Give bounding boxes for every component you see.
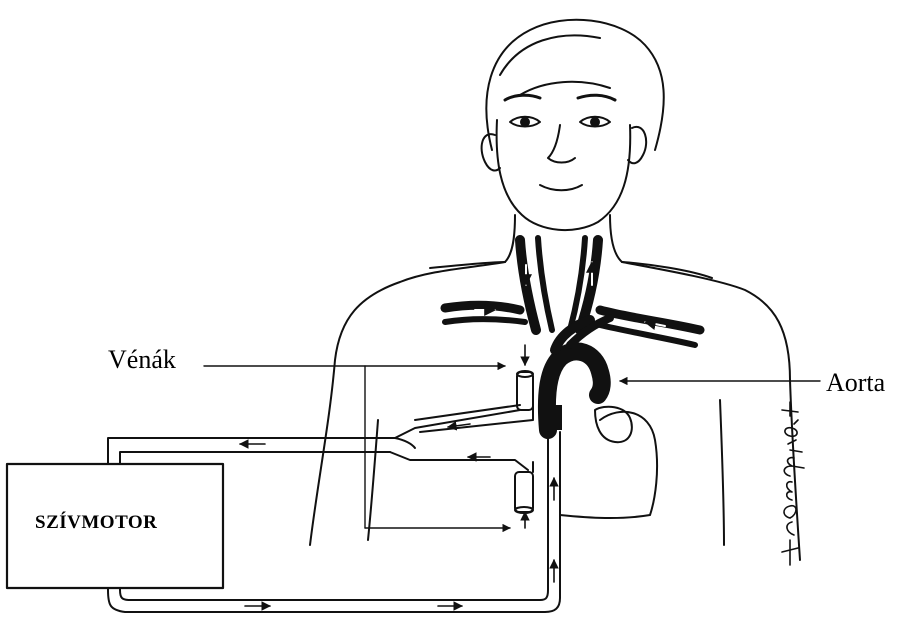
flow-arrows bbox=[240, 345, 554, 606]
aortic-arch bbox=[544, 318, 610, 430]
vena-cava-tubes bbox=[515, 371, 533, 513]
head-outline bbox=[482, 20, 664, 230]
pointer-lines bbox=[204, 366, 820, 528]
veins-label: Vénák bbox=[108, 345, 176, 375]
heart-motor-label: SZÍVMOTOR bbox=[35, 512, 157, 534]
artist-signature bbox=[760, 400, 820, 570]
aorta-label: Aorta bbox=[826, 368, 885, 398]
